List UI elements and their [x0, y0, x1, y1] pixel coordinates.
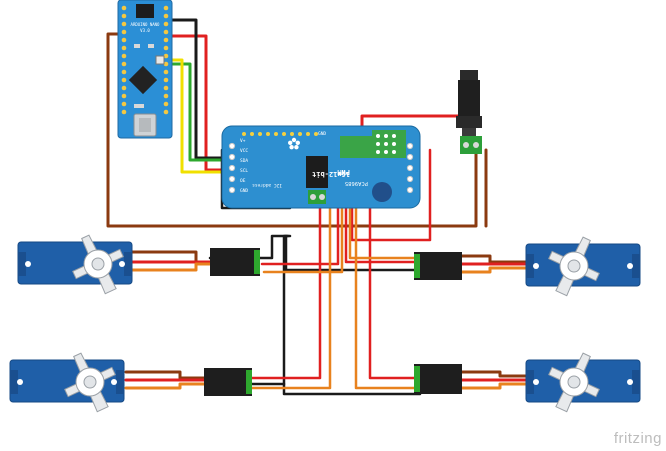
- pca9685-chip: [306, 156, 328, 188]
- pin-label-scl: SCL: [240, 168, 248, 174]
- fritzing-watermark: fritzing: [613, 430, 662, 447]
- pwm-servo-headers: [340, 130, 406, 158]
- nano-icsp-header: [136, 4, 154, 18]
- pwm-capacitor: [372, 182, 392, 202]
- nano-left-pins: [121, 5, 127, 115]
- nano-name-label: ARDUINO NANO: [131, 22, 160, 27]
- black-bus-wire: [282, 234, 422, 396]
- pin-label-vplus: V+: [240, 138, 246, 144]
- servo-top-right[interactable]: [525, 236, 641, 297]
- connector-bottom-left: [204, 368, 252, 396]
- jack-screw-terminal[interactable]: [460, 136, 482, 154]
- pin-label-sda: SDA: [240, 158, 248, 164]
- orange-signal3-wire: [248, 198, 332, 390]
- connector-bottom-right: [414, 364, 462, 394]
- servo-cable-bottom-left: [124, 370, 208, 390]
- pin-label-vcc: VCC: [240, 148, 248, 154]
- pwm-address-label: I2C address: [252, 182, 282, 188]
- pin-label-gnd: GND: [240, 188, 248, 194]
- servo-horn-icon: [72, 234, 124, 295]
- brown-ground-wire: [106, 32, 478, 228]
- pwm-right-header: [406, 142, 414, 194]
- connector-top-right: [414, 252, 462, 280]
- servo-connectors: [204, 248, 462, 396]
- nano-right-pins: [163, 5, 169, 115]
- pin-label-oe: OE: [240, 178, 246, 184]
- pwm-left-header: [228, 142, 236, 194]
- servo-bottom-right[interactable]: [525, 352, 641, 413]
- yellow-scl-wire: [170, 58, 234, 174]
- orange-signal1-wire: [262, 198, 344, 274]
- servo-cable-top-left: [130, 250, 216, 272]
- red-servo4-wire: [368, 148, 420, 380]
- red-servo2-wire: [344, 198, 420, 264]
- dc-power-jack[interactable]: [456, 70, 482, 154]
- black-gnd-wire: [170, 18, 234, 160]
- pwm-title: PWM: [337, 168, 350, 176]
- servo-horn-icon: [548, 236, 600, 297]
- adafruit-logo-icon: [288, 137, 300, 150]
- servo-bottom-left[interactable]: [9, 352, 125, 413]
- pwm-output-pins: [242, 132, 318, 136]
- pwm-model: PCA9685: [345, 180, 368, 186]
- servo-top-left[interactable]: [17, 234, 133, 295]
- pwm-subtitle: 16x12-bit: [312, 170, 350, 178]
- channel-gnd-label: GND: [318, 131, 326, 137]
- pwm-screw-terminal[interactable]: [308, 190, 326, 204]
- servo-horn-icon: [64, 352, 116, 413]
- arduino-nano[interactable]: ARDUINO NANO V3.0: [117, 0, 173, 139]
- orange-signal4-wire: [354, 198, 418, 390]
- orange-signal2-wire: [348, 198, 416, 260]
- black-bus-wire-2: [284, 234, 418, 272]
- red-servo1-wire: [260, 198, 340, 266]
- nano-version-label: V3.0: [140, 28, 150, 33]
- red-servo3-wire: [248, 198, 322, 380]
- pwm-driver-board[interactable]: GND OE SCL SDA VCC V+ GND PWM 16x12-bit …: [221, 125, 421, 209]
- servo-horn-icon: [548, 352, 600, 413]
- nano-reset-button[interactable]: [155, 55, 165, 65]
- red-vcc-wire: [170, 34, 234, 172]
- connector-top-left: [210, 248, 260, 276]
